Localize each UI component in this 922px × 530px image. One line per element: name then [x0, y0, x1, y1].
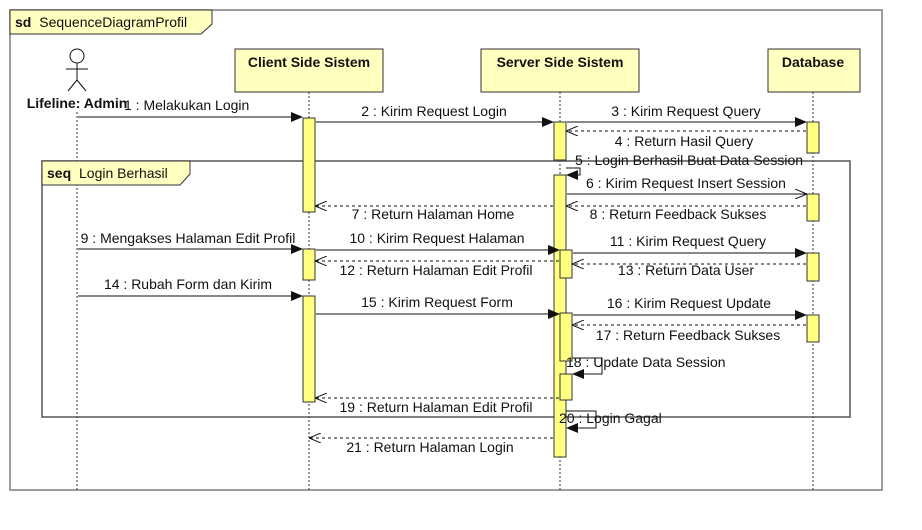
activation-server-5 — [559, 373, 573, 401]
lifeline-client-label: Client Side Sistem — [248, 54, 370, 70]
message-label-15: 15 : Kirim Request Form — [361, 294, 513, 310]
activation-db-2 — [806, 193, 820, 222]
lifeline-header-client: Client Side Sistem — [234, 48, 384, 93]
message-label-4: 4 : Return Hasil Query — [615, 133, 754, 149]
message-label-21: 21 : Return Halaman Login — [346, 439, 513, 455]
activation-db-4 — [806, 314, 820, 343]
sd-frame-name: SequenceDiagramProfil — [39, 14, 187, 30]
message-label-11: 11 : Kirim Request Query — [610, 233, 766, 249]
activation-client-1 — [302, 117, 316, 213]
message-label-14: 14 : Rubah Form dan Kirim — [104, 276, 272, 292]
activation-db-3 — [806, 252, 820, 282]
message-label-18: 18 : Update Data Session — [566, 354, 726, 370]
message-label-6: 6 : Kirim Request Insert Session — [586, 175, 786, 191]
message-label-8: 8 : Return Feedback Sukses — [590, 206, 767, 222]
message-label-1: 1 : Melakukan Login — [124, 97, 249, 113]
message-label-3: 3 : Kirim Request Query — [611, 103, 760, 119]
message-label-16: 16 : Kirim Request Update — [607, 295, 771, 311]
lifeline-header-server: Server Side Sistem — [480, 48, 640, 93]
seq-fragment-keyword: seq — [47, 165, 71, 181]
sd-frame: sd SequenceDiagramProfil — [9, 9, 883, 491]
sd-frame-keyword: sd — [15, 14, 31, 30]
activation-server-4 — [559, 312, 573, 362]
message-label-9: 9 : Mengakses Halaman Edit Profil — [81, 230, 296, 246]
message-label-17: 17 : Return Feedback Sukses — [596, 327, 780, 343]
activation-server-1 — [553, 121, 567, 161]
message-label-5: 5 : Login Berhasil Buat Data Session — [575, 152, 803, 168]
lifeline-header-database: Database — [767, 48, 861, 93]
activation-client-3 — [302, 295, 316, 403]
seq-fragment-label: seq Login Berhasil — [47, 165, 168, 181]
lifeline-server-label: Server Side Sistem — [497, 54, 624, 70]
sd-frame-label: sd SequenceDiagramProfil — [15, 14, 187, 30]
activation-db-1 — [806, 121, 820, 154]
message-label-10: 10 : Kirim Request Halaman — [349, 230, 524, 246]
message-label-7: 7 : Return Halaman Home — [352, 206, 515, 222]
seq-fragment: seq Login Berhasil — [41, 160, 851, 418]
message-label-12: 12 : Return Halaman Edit Profil — [340, 262, 533, 278]
activation-client-2 — [302, 248, 316, 281]
message-arrow-18 — [572, 357, 603, 379]
actor-label: Lifeline: Admin — [27, 95, 128, 111]
message-arrow-5 — [566, 167, 581, 180]
message-arrow-20 — [566, 410, 597, 433]
seq-fragment-name: Login Berhasil — [79, 165, 168, 181]
message-label-20: 20 : Login Gagal — [559, 410, 662, 426]
message-label-2: 2 : Kirim Request Login — [361, 103, 507, 119]
message-label-13: 13 : Return Data User — [618, 262, 755, 278]
actor-admin — [66, 48, 88, 92]
lifeline-database-label: Database — [782, 54, 844, 70]
activation-server-3 — [559, 249, 573, 279]
message-label-19: 19 : Return Halaman Edit Profil — [340, 399, 533, 415]
